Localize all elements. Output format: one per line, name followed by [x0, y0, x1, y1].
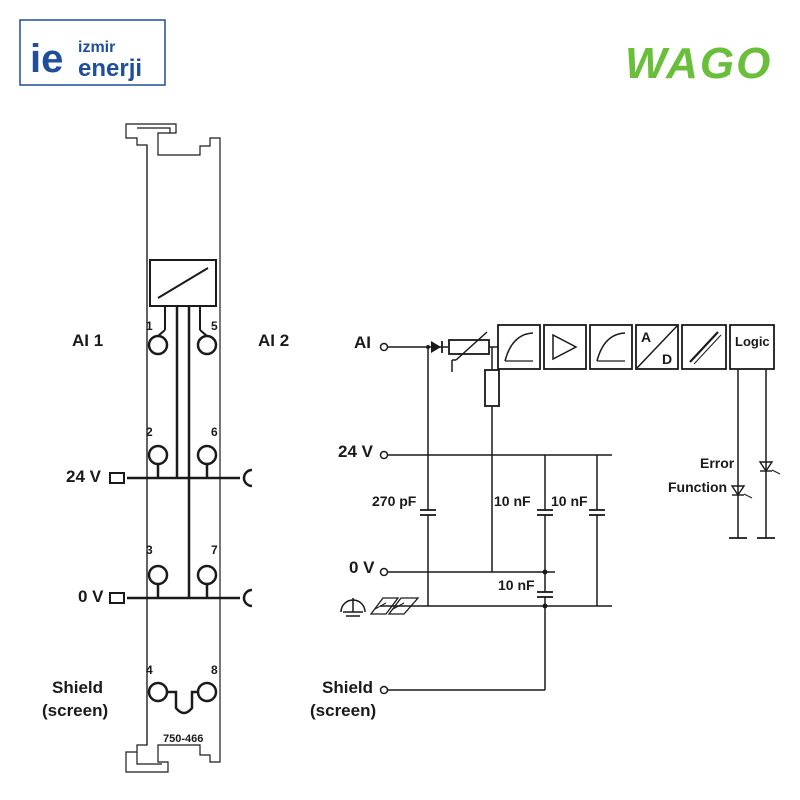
terminal-7 [196, 564, 218, 586]
wago-logo-text: WAGO [625, 39, 772, 88]
function-led-icon [758, 461, 774, 473]
input-ptc-resistor [448, 339, 490, 355]
izmir-enerji-line2: enerji [78, 55, 142, 82]
ai2-label: AI 2 [258, 331, 289, 350]
supply-24v-terminal [379, 450, 389, 460]
schematic-24v-label: 24 V [338, 442, 374, 461]
module-housing-inner [136, 127, 171, 765]
error-led-ray [743, 493, 753, 499]
error-led-icon [730, 485, 746, 497]
din-rail-icon [369, 597, 420, 615]
izmir-enerji-logo: ie izmir enerji [19, 19, 166, 86]
ad-converter-box [635, 324, 679, 370]
terminal-1 [147, 334, 169, 356]
module-part-number: 750-466 [163, 733, 203, 745]
module-0v-connector [109, 592, 125, 604]
module-shield-label: Shield [52, 678, 103, 697]
terminal-1-lead [157, 329, 166, 337]
amplifier-box [543, 324, 587, 370]
cap-270pf-label: 270 pF [372, 493, 417, 509]
module-converter-slash [157, 267, 209, 299]
module-24v-label: 24 V [66, 467, 102, 486]
filter-box-1 [497, 324, 541, 370]
module-body: 1 5 2 6 3 7 4 8 750-466 [109, 123, 253, 773]
terminal-2 [147, 444, 169, 466]
function-led-ray [771, 469, 781, 475]
terminal-6-number: 6 [211, 425, 218, 439]
izmir-enerji-mark: ie [30, 37, 63, 81]
schematic-ai-label: AI [354, 333, 371, 352]
logic-box [729, 324, 775, 370]
schematic-screen-label: (screen) [310, 701, 376, 720]
amplifier-triangle [552, 333, 578, 361]
terminal-1-number: 1 [146, 319, 153, 333]
module-0v-label: 0 V [78, 587, 104, 606]
terminal-8-number: 8 [211, 663, 218, 677]
earth-icon [340, 598, 366, 617]
error-label: Error [700, 455, 735, 471]
izmir-enerji-line1: izmir [78, 39, 115, 56]
terminal-5-number: 5 [211, 319, 218, 333]
shield-link [167, 690, 198, 715]
module-housing [125, 123, 221, 773]
isolator-box [681, 324, 727, 370]
shunt-resistor [484, 369, 500, 407]
module-screen-label: (screen) [42, 701, 108, 720]
filter-curve-1 [504, 332, 534, 362]
input-diode [431, 341, 441, 353]
schematic-0v-label: 0 V [349, 558, 375, 577]
module-converter-box [149, 259, 217, 307]
ai-input-terminal [379, 342, 389, 352]
filter-curve-2 [596, 332, 626, 362]
shield-terminal [379, 685, 389, 695]
terminal-5-lead [199, 329, 208, 337]
module-24v-connector [109, 472, 125, 484]
ad-converter-slash [636, 325, 678, 369]
terminal-8 [196, 681, 218, 703]
terminal-4-number: 4 [146, 663, 153, 677]
module-0v-jumper [242, 588, 253, 608]
ai1-label: AI 1 [72, 331, 103, 350]
isolator-slash-2 [693, 334, 722, 365]
cap-10nf-c-label: 10 nF [498, 577, 535, 593]
schematic: A D Logic Error Function [310, 324, 781, 720]
wago-logo: WAGO [625, 39, 772, 88]
terminal-3 [147, 564, 169, 586]
function-label: Function [668, 479, 727, 495]
supply-0v-terminal [379, 567, 389, 577]
input-ptc-arrow [455, 331, 488, 361]
module-24v-jumper [242, 468, 253, 488]
terminal-3-number: 3 [146, 543, 153, 557]
ad-converter-d: D [662, 351, 672, 367]
logic-label: Logic [735, 334, 770, 349]
ad-converter-a: A [641, 329, 651, 345]
terminal-4 [147, 681, 169, 703]
terminal-7-number: 7 [211, 543, 218, 557]
terminal-2-number: 2 [146, 425, 153, 439]
terminal-5 [196, 334, 218, 356]
terminal-6 [196, 444, 218, 466]
isolator-slash-1 [689, 331, 719, 363]
cap-10nf-a-label: 10 nF [494, 493, 531, 509]
schematic-shield-label: Shield [322, 678, 373, 697]
cap-10nf-b-label: 10 nF [551, 493, 588, 509]
filter-box-2 [589, 324, 633, 370]
